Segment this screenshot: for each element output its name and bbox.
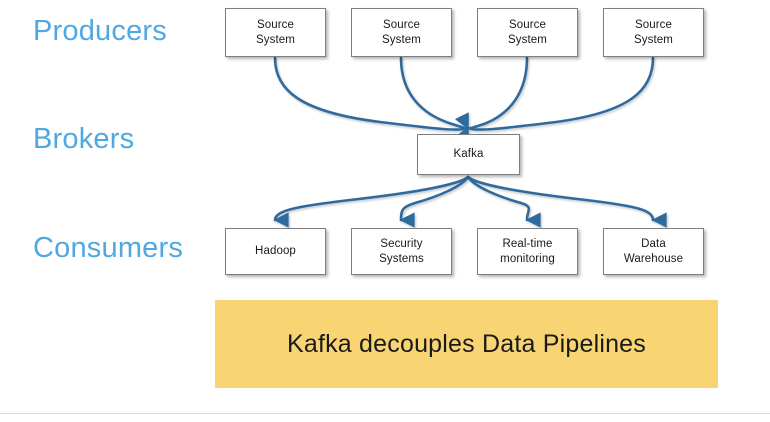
node-data-warehouse-label: Data Warehouse	[623, 237, 684, 265]
section-label-consumers: Consumers	[33, 232, 184, 264]
node-realtime-monitoring-label: Real-time monitoring	[500, 237, 555, 265]
section-label-producers: Producers	[33, 15, 167, 47]
node-data-warehouse[interactable]: Data Warehouse	[603, 228, 704, 275]
arrow-kafka-to-hadoop	[273, 175, 470, 228]
arrow-kafka-to-realtime-monitoring	[466, 175, 541, 228]
node-realtime-monitoring[interactable]: Real-time monitoring	[477, 228, 578, 275]
node-source-system-2-label: Source System	[382, 18, 421, 46]
arrow-kafka-to-data-warehouse	[466, 175, 667, 228]
node-kafka-label: Kafka	[453, 148, 484, 161]
node-source-system-1[interactable]: Source System	[225, 8, 326, 57]
summary-banner-text: Kafka decouples Data Pipelines	[286, 329, 646, 358]
node-hadoop-label: Hadoop	[255, 245, 296, 258]
arrow-source3-to-kafka	[455, 56, 529, 144]
node-security-systems[interactable]: Security Systems	[351, 228, 452, 275]
node-kafka[interactable]: Kafka	[417, 134, 520, 175]
arrow-source1-to-kafka	[273, 56, 470, 131]
node-security-systems-label: Security Systems	[379, 237, 424, 265]
arrow-source2-to-kafka	[399, 56, 470, 130]
node-source-system-3[interactable]: Source System	[477, 8, 578, 57]
node-source-system-4-label: Source System	[634, 18, 673, 46]
node-hadoop[interactable]: Hadoop	[225, 228, 326, 275]
node-source-system-4[interactable]: Source System	[603, 8, 704, 57]
section-label-brokers: Brokers	[33, 123, 135, 155]
arrow-source4-to-kafka	[455, 56, 655, 144]
producer-to-kafka-arrows	[273, 56, 655, 144]
kafka-to-consumer-arrows	[273, 175, 667, 228]
summary-banner: Kafka decouples Data Pipelines	[215, 300, 718, 388]
node-source-system-3-label: Source System	[508, 18, 547, 46]
arrow-kafka-to-security-systems	[399, 175, 470, 228]
footer-divider	[0, 413, 770, 414]
node-source-system-1-label: Source System	[256, 18, 295, 46]
node-source-system-2[interactable]: Source System	[351, 8, 452, 57]
